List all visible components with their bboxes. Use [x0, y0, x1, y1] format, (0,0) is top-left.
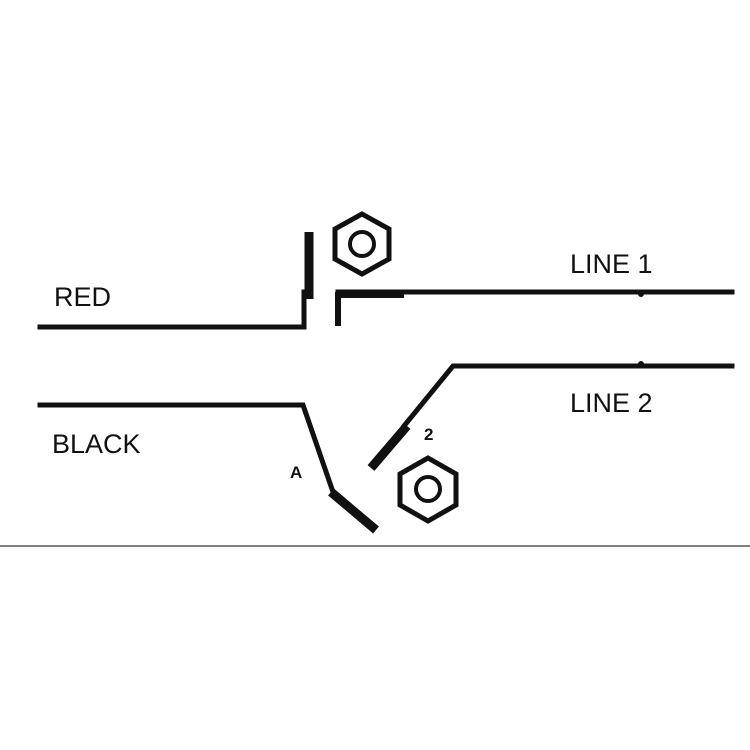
line2-terminal-blade	[367, 423, 411, 471]
line2-wire-node	[638, 361, 644, 367]
line1-terminal	[335, 292, 404, 326]
red-wire	[37, 289, 307, 330]
terminal-a-label: A	[290, 463, 302, 482]
black-wire	[37, 402, 337, 496]
terminal-2-label: 2	[424, 425, 433, 444]
line1-wire-node	[638, 291, 644, 297]
black-wire-label: BLACK	[52, 429, 141, 459]
line2-wire	[400, 363, 735, 430]
lower-hex-nut-icon	[397, 455, 459, 524]
line1-label: LINE 1	[570, 249, 653, 279]
upper-hex-nut-icon	[332, 211, 392, 277]
lower-switch-blade	[328, 488, 379, 534]
line2-label: LINE 2	[570, 388, 653, 418]
red-wire-label: RED	[54, 282, 111, 312]
